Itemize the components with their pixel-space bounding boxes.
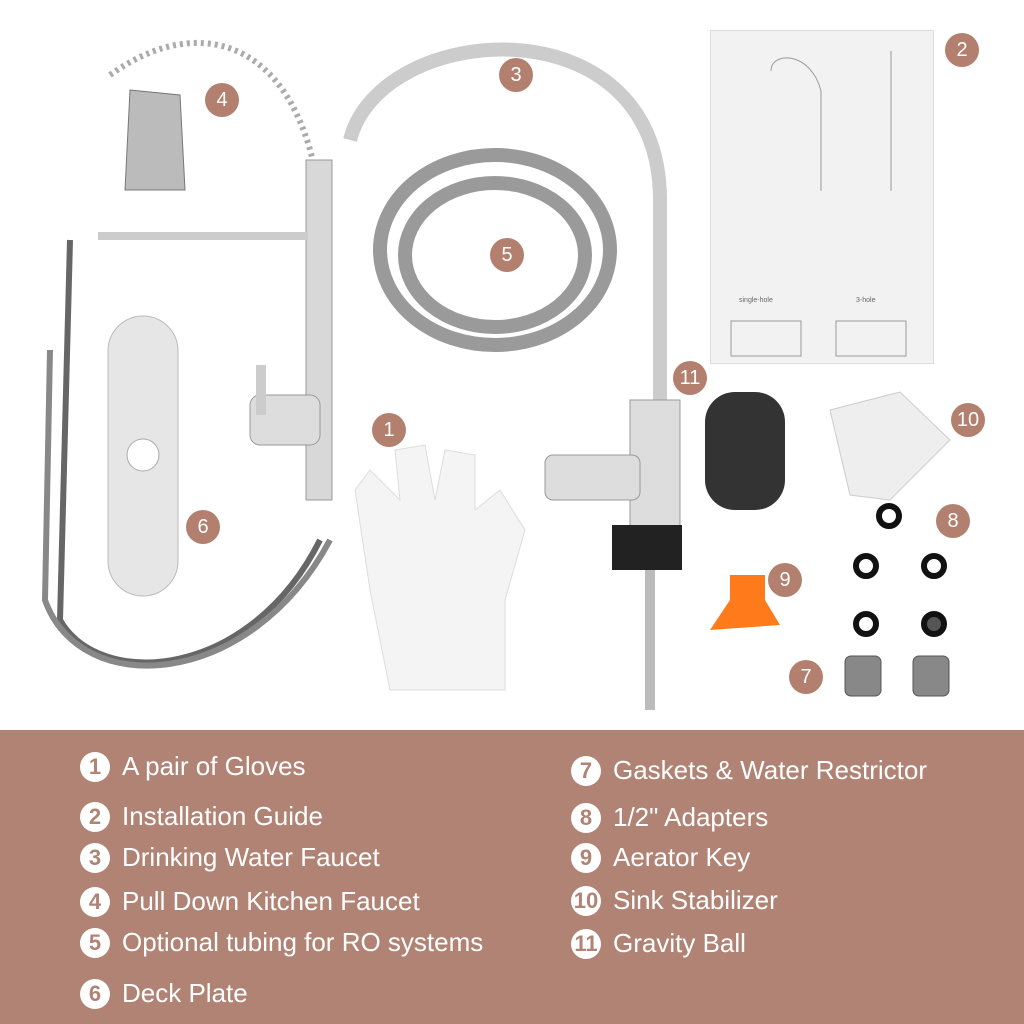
legend-number: 2 (80, 801, 110, 832)
product-components-illustration (41, 40, 951, 710)
badge-8: 8 (936, 504, 970, 538)
legend-number: 3 (80, 842, 110, 873)
legend-item: 5 Optional tubing for RO systems (80, 927, 483, 958)
gravity-ball (705, 392, 785, 510)
legend-number: 5 (80, 927, 110, 958)
guide-three-hole: 3-hole (856, 297, 876, 304)
legend-label: Pull Down Kitchen Faucet (122, 886, 420, 916)
legend-label: Installation Guide (122, 801, 323, 831)
legend-number: 10 (571, 885, 601, 916)
legend-number: 4 (80, 886, 110, 917)
badge-6: 6 (186, 510, 220, 544)
badge-5: 5 (490, 238, 524, 272)
legend-item: 8 1/2" Adapters (571, 802, 768, 833)
adapters (844, 655, 950, 697)
legend-item: 9 Aerator Key (571, 842, 750, 873)
drinking-water-faucet (343, 42, 667, 400)
badge-4: 4 (205, 83, 239, 117)
legend-label: Drinking Water Faucet (122, 842, 380, 872)
legend-item: 11 Gravity Ball (571, 928, 746, 959)
legend-item: 7 Gaskets & Water Restrictor (571, 755, 927, 786)
guide-single-hole: single-hole (739, 297, 773, 304)
legend-number: 8 (571, 802, 601, 833)
legend-item: 10 Sink Stabilizer (571, 885, 778, 916)
legend-item: 3 Drinking Water Faucet (80, 842, 380, 873)
gaskets (853, 503, 947, 637)
legend-label: Gaskets & Water Restrictor (613, 755, 927, 785)
legend-label: Sink Stabilizer (613, 885, 778, 915)
legend-number: 1 (80, 751, 110, 782)
installation-guide: single-hole 3-hole (710, 30, 934, 364)
legend-label: Aerator Key (613, 842, 751, 872)
aerator-key (710, 575, 780, 630)
legend-item: 4 Pull Down Kitchen Faucet (80, 886, 420, 917)
legend-number: 6 (80, 978, 110, 1009)
sink-stabilizer (829, 391, 951, 501)
glove (354, 444, 526, 691)
badge-1: 1 (372, 413, 406, 447)
legend-item: 2 Installation Guide (80, 801, 323, 832)
badge-11: 11 (673, 361, 707, 395)
legend-number: 7 (571, 755, 601, 786)
ro-tubing (373, 148, 617, 352)
badge-9: 9 (768, 563, 802, 597)
pull-down-kitchen-faucet (41, 40, 333, 669)
spray-head (124, 89, 186, 191)
legend-number: 11 (571, 928, 601, 959)
badge-3: 3 (499, 58, 533, 92)
legend-label: Gravity Ball (613, 928, 746, 958)
legend-label: 1/2" Adapters (613, 802, 769, 832)
badge-10: 10 (951, 403, 985, 437)
badge-2: 2 (945, 33, 979, 67)
legend-label: Deck Plate (122, 978, 248, 1008)
legend-number: 9 (571, 842, 601, 873)
legend-item: 6 Deck Plate (80, 978, 248, 1009)
legend-label: A pair of Gloves (122, 751, 306, 781)
legend-item: 1 A pair of Gloves (80, 751, 306, 782)
legend-label: Optional tubing for RO systems (122, 927, 484, 957)
badge-7: 7 (789, 660, 823, 694)
